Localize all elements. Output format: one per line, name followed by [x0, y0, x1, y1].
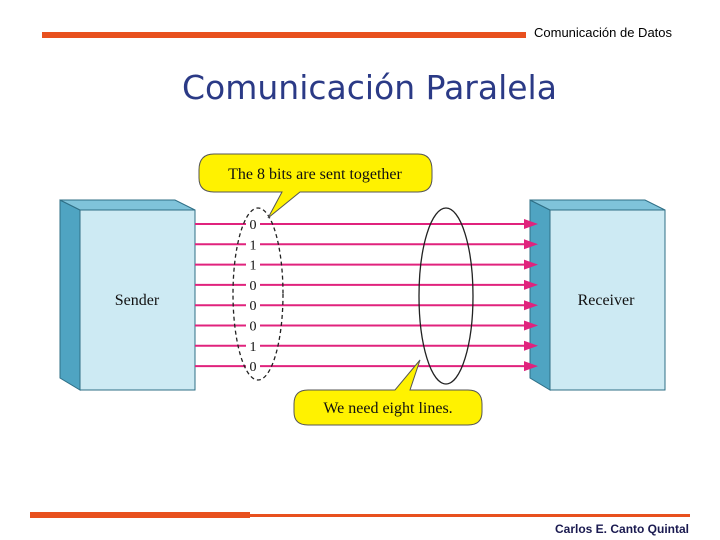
bits-dashed-ellipse	[232, 207, 284, 381]
line-arrowhead	[524, 300, 538, 311]
footer-accent-bar-thick	[30, 512, 250, 518]
line-arrowhead	[524, 239, 538, 250]
bit-label: 0	[250, 218, 257, 233]
callout-bottom: We need eight lines.	[293, 359, 483, 426]
bit-label: 0	[250, 360, 257, 375]
bit-label: 1	[250, 340, 257, 355]
bit-label-bg	[246, 357, 260, 374]
slide-title: Comunicación Paralela	[182, 68, 557, 107]
bit-label: 0	[250, 279, 257, 294]
bit-label: 0	[250, 320, 257, 335]
callout-top-text: The 8 bits are sent together	[228, 166, 402, 183]
sender-label: Sender	[115, 292, 160, 309]
header-accent-bar	[42, 32, 526, 38]
receiver-label: Receiver	[578, 292, 636, 309]
line-arrowhead	[524, 259, 538, 270]
lines-ellipse	[418, 207, 474, 385]
bit-label-bg	[246, 235, 260, 252]
bit-label: 0	[250, 299, 257, 314]
receiver-box: Receiver	[529, 199, 666, 391]
callout-top: The 8 bits are sent together	[198, 153, 433, 219]
sender-box: Sender	[59, 199, 196, 391]
footer-accent-bar-thin	[250, 514, 690, 517]
line-arrowhead	[524, 279, 538, 290]
bit-label: 1	[250, 238, 257, 253]
course-title: Comunicación de Datos	[534, 25, 673, 40]
bit-label-bg	[246, 215, 260, 231]
line-arrowhead	[524, 320, 538, 331]
line-arrowhead	[524, 219, 538, 229]
bit-label-bg	[246, 316, 260, 333]
bit-label-bg	[246, 255, 260, 272]
line-arrowhead	[524, 361, 538, 372]
transmission-lines: 0 1 1 0 0 0 1 0	[195, 215, 538, 375]
bit-label-bg	[246, 275, 260, 292]
bit-label: 1	[250, 259, 257, 274]
callout-bottom-text: We need eight lines.	[323, 400, 452, 417]
author-name: Carlos E. Canto Quintal	[555, 522, 690, 536]
bit-label-bg	[246, 336, 260, 353]
line-arrowhead	[524, 340, 538, 351]
bit-label-bg	[246, 296, 260, 313]
